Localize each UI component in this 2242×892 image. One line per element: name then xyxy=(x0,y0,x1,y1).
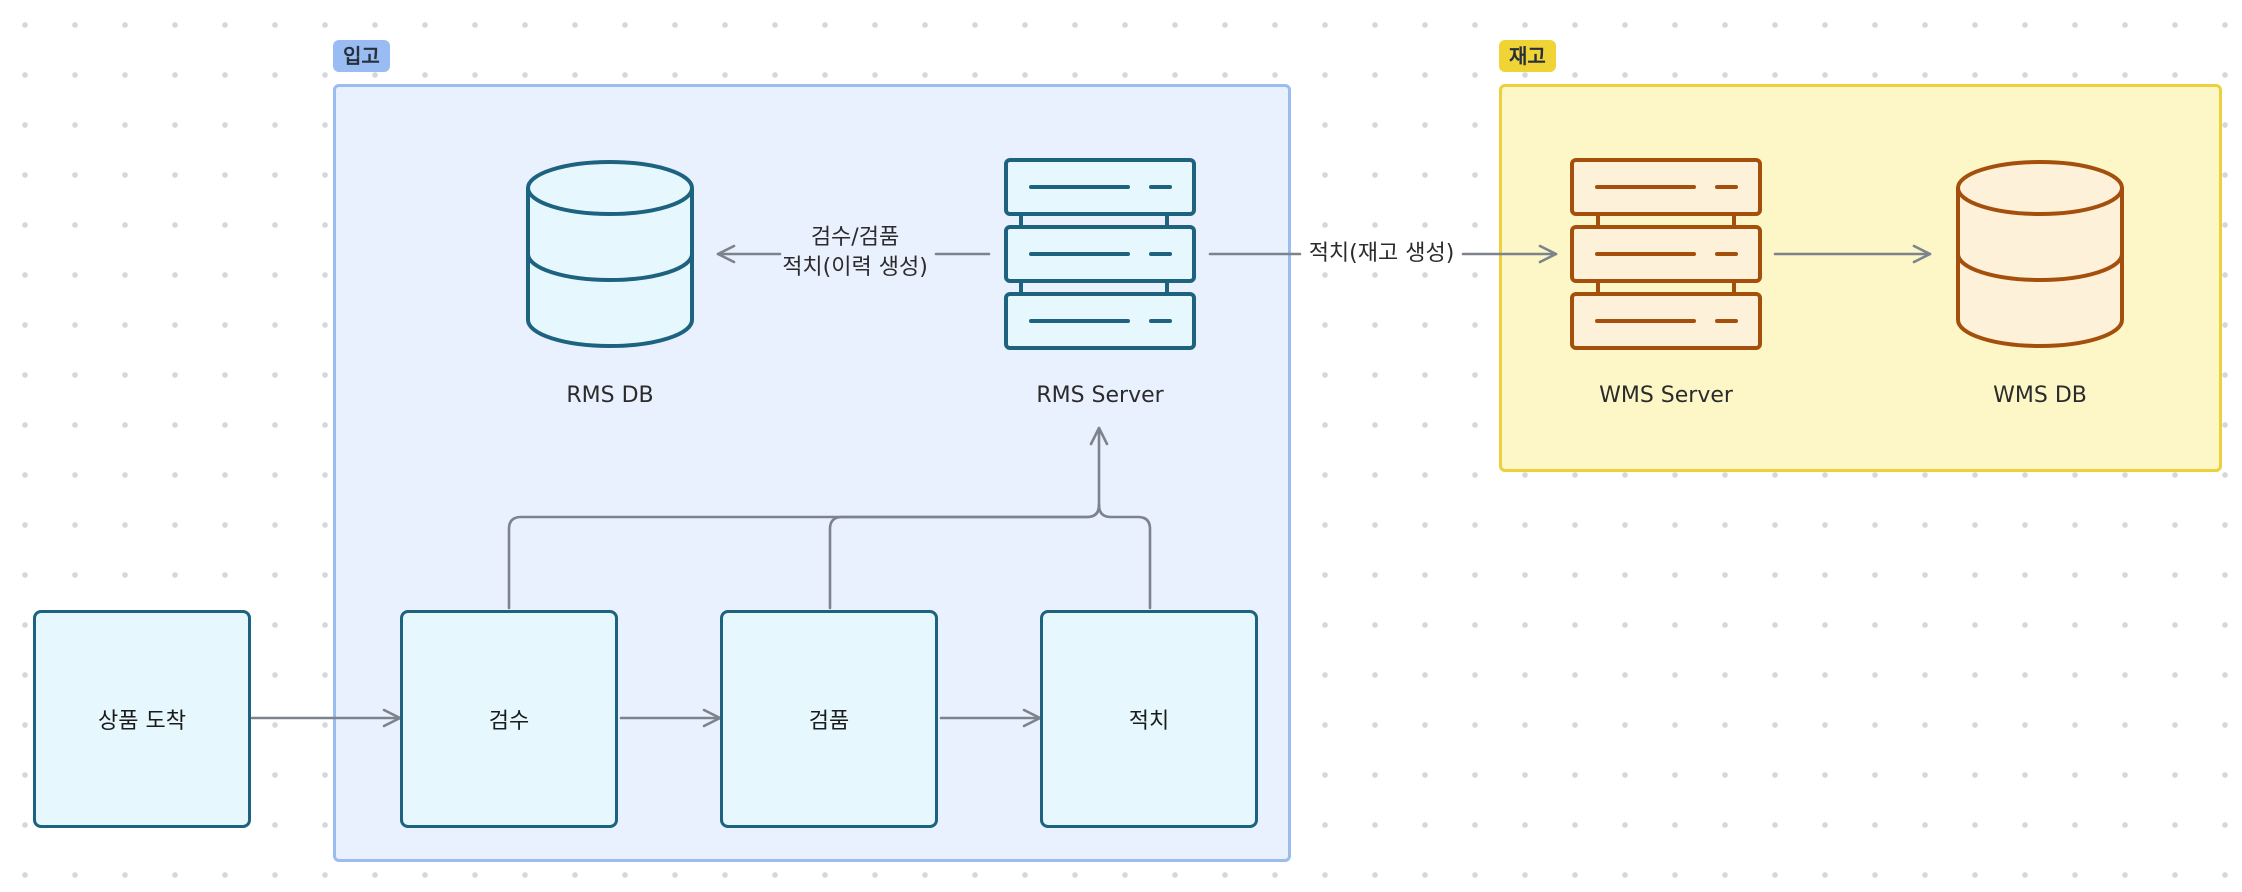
inventory-group-tag: 재고 xyxy=(1499,40,1556,72)
inbound-group-tag: 입고 xyxy=(333,40,390,72)
wms-server-icon xyxy=(1570,158,1762,350)
qc-label: 검품 xyxy=(808,709,850,734)
putaway-label: 적치 xyxy=(1128,709,1170,734)
inspection-box[interactable]: 검수 xyxy=(400,610,618,828)
wms-db-label: WMS DB xyxy=(1993,383,2087,408)
server-to-db-edge-label-line2: 적치(이력 생성) xyxy=(782,255,928,280)
qc-box[interactable]: 검품 xyxy=(720,610,938,828)
rms-to-wms-edge-label: 적치(재고 생성) xyxy=(1308,241,1455,266)
rms-server-icon xyxy=(1004,158,1196,350)
server-to-db-edge-label: 검수/검품 적치(이력 생성) xyxy=(775,223,935,283)
wms-server-label: WMS Server xyxy=(1599,383,1733,408)
qc-to-server-line xyxy=(828,503,1101,610)
inspection-to-server-line xyxy=(507,503,1101,610)
rms-db-icon xyxy=(526,160,694,348)
server-to-db-edge-label-line1: 검수/검품 xyxy=(810,225,900,250)
putaway-box[interactable]: 적치 xyxy=(1040,610,1258,828)
inspection-label: 검수 xyxy=(488,709,530,734)
putaway-to-server-line xyxy=(1097,503,1152,610)
wms-db-icon xyxy=(1956,160,2124,348)
arrival-box[interactable]: 상품 도착 xyxy=(33,610,251,828)
rms-server-label: RMS Server xyxy=(1036,383,1164,408)
arrival-label: 상품 도착 xyxy=(98,709,186,734)
rms-db-label: RMS DB xyxy=(566,383,654,408)
